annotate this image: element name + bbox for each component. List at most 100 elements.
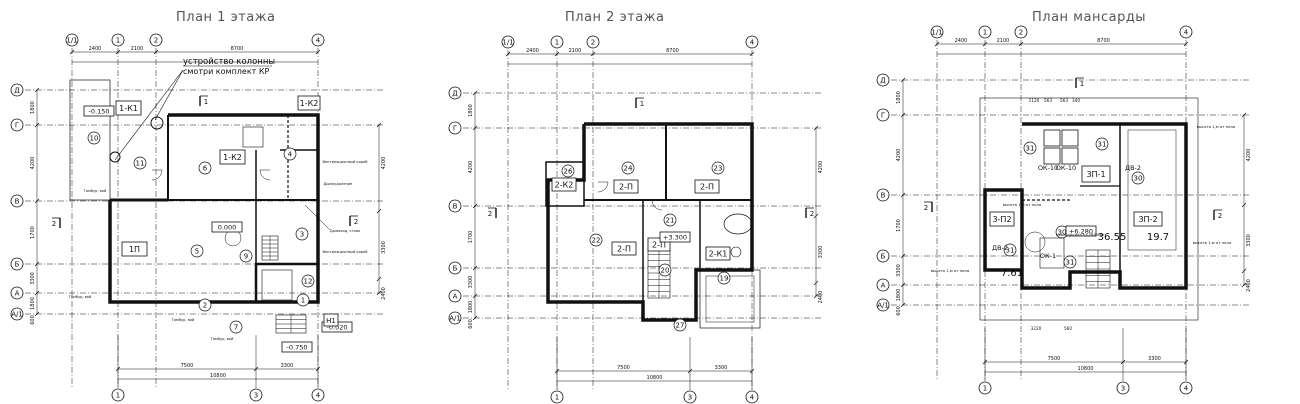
- dimension-right: 4200: [381, 157, 387, 170]
- leader-line: [304, 204, 331, 231]
- terrace-outline: [69, 79, 111, 201]
- room-number-circle: [658, 263, 672, 277]
- room-number-circle: [229, 320, 243, 334]
- dimension-tick: [1018, 41, 1024, 47]
- grid-bubble-left-circle: [448, 261, 462, 275]
- plan1-title: План 1 этажа: [176, 10, 276, 25]
- room-area: 19.7: [1147, 232, 1169, 243]
- room-number-circle: [1063, 255, 1077, 269]
- note: Дымоудаление: [324, 182, 354, 186]
- dimension-tick: [900, 282, 906, 288]
- door-swing: [651, 199, 663, 211]
- grid-bubble-left-label: А: [15, 290, 20, 298]
- dimension-tick: [1120, 359, 1126, 365]
- callout-line-2: смотри комплект КР: [183, 67, 270, 76]
- dimension-tick: [1241, 282, 1247, 288]
- room-tag: 2-П: [617, 245, 631, 254]
- section-label: 2: [52, 220, 56, 228]
- room-tag: 1-К1: [119, 104, 138, 113]
- room-number: 3: [300, 231, 304, 239]
- skylight: [1061, 129, 1079, 147]
- dimension-tick: [315, 49, 321, 55]
- dimension-right: 4200: [1246, 149, 1252, 162]
- room-number-circle: [663, 213, 677, 227]
- balcony: [699, 269, 761, 329]
- dimension-tick: [687, 368, 693, 374]
- exterior-wall: [108, 113, 320, 304]
- room-tag-box: [611, 241, 637, 256]
- room-tag: 2-П: [619, 183, 633, 192]
- room-tag-box: [551, 177, 577, 192]
- dimension-tick: [153, 49, 159, 55]
- grid-bubble-bottom-label: 4: [1184, 385, 1189, 393]
- grid-bubble-left-circle: [10, 194, 24, 208]
- room-number-circle: [133, 156, 147, 170]
- dimension-left: 1700: [896, 219, 902, 232]
- room-tag: 2-П: [700, 183, 714, 192]
- room-2k2: [545, 161, 585, 207]
- grid-bubble-top-circle: [586, 35, 600, 49]
- grid-bubble-left-label: В: [453, 203, 458, 211]
- sub-dimension: 3220: [1031, 326, 1042, 331]
- dimension-bottom: 3300: [715, 365, 728, 371]
- room-number: 12: [304, 278, 313, 286]
- dimension-bottom: 3300: [281, 363, 294, 369]
- grid-bubble-top-circle: [65, 33, 79, 47]
- grid-bubble-top-circle: [745, 35, 759, 49]
- dimension-left: 600: [896, 306, 902, 316]
- dimension-tick: [472, 203, 478, 209]
- dimension-left: 1800: [30, 101, 36, 114]
- room-number-circle: [301, 274, 315, 288]
- dimension-right: 2400: [381, 287, 387, 300]
- room-tag-box: [219, 149, 246, 165]
- dimension-tick: [472, 293, 478, 299]
- dimension-bottom: 3300: [1148, 356, 1161, 362]
- note: высота 1,м от пола: [931, 268, 969, 273]
- dimension-left: 600: [468, 319, 474, 329]
- dimension-right: 4200: [818, 161, 824, 174]
- grid-bubble-top-circle: [311, 33, 325, 47]
- room-number-circle: [190, 244, 204, 258]
- dimension-left: 1700: [468, 231, 474, 244]
- room-number: 10: [90, 135, 99, 143]
- room-number: 27: [676, 322, 685, 330]
- grid-bubble-left-circle: [10, 83, 24, 97]
- room-number: 21: [666, 217, 675, 225]
- dimension-tick: [900, 192, 906, 198]
- dimension-tick: [505, 51, 511, 57]
- exterior-wall: [546, 122, 754, 322]
- note: Вентиляционный короб: [323, 250, 369, 254]
- grid-bubble-left-label: А/1: [11, 311, 23, 319]
- dimension-tick: [472, 125, 478, 131]
- dimension-bottom: 7500: [181, 363, 194, 369]
- room-tag: 2-К2: [555, 181, 574, 190]
- grid-bubble-left-label: Г: [15, 122, 19, 130]
- dimension-left: 4200: [896, 149, 902, 162]
- window-mark: ОК-1: [1040, 252, 1056, 260]
- column-mark: [109, 151, 121, 163]
- grid-bubble-top-circle: [1179, 25, 1193, 39]
- note: высота 1,м от пола: [1003, 202, 1041, 207]
- dimension-tick: [115, 49, 121, 55]
- grid-bubble-left-circle: [448, 289, 462, 303]
- dimension-bottom: 7500: [617, 365, 630, 371]
- grid-bubble-bottom-circle: [550, 390, 564, 404]
- grid-bubble-left-circle: [10, 307, 24, 321]
- grid-bubble-bottom-circle: [683, 390, 697, 404]
- dimension-tick: [982, 41, 988, 47]
- plan2-title: План 2 этажа: [565, 10, 665, 25]
- note: перегородка h=1800мм: [1056, 232, 1104, 237]
- room-number: 22: [592, 237, 601, 245]
- grid-bubble-left-circle: [448, 199, 462, 213]
- grid-bubble-top-label: 2: [1019, 29, 1023, 37]
- note: Вентиляционный короб: [323, 160, 369, 164]
- room-area: 7.61: [1001, 268, 1023, 279]
- dimension-tick: [376, 122, 382, 128]
- room-tag-box: [1133, 211, 1163, 227]
- dimension-left: 1800: [896, 289, 902, 302]
- dimension-tick: [472, 90, 478, 96]
- grid-bubble-bottom-circle: [311, 388, 325, 402]
- room-number: 23: [714, 165, 723, 173]
- room-tag-box: [705, 246, 731, 261]
